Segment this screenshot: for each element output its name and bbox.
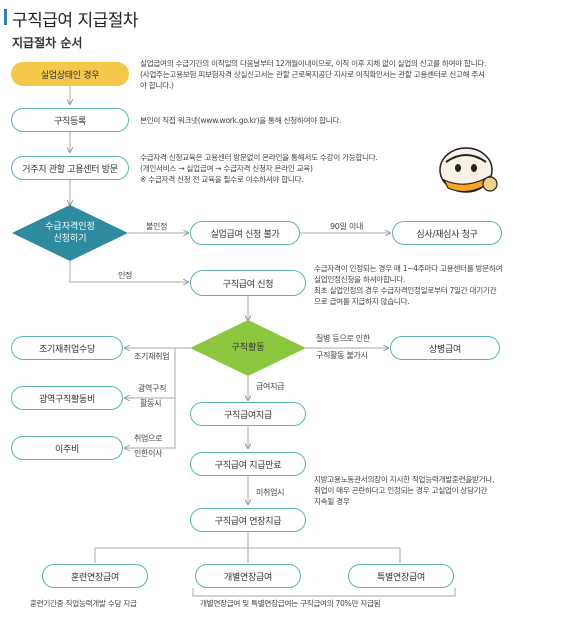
step-sick-benefit: 상병급여 bbox=[390, 336, 500, 360]
step-not-eligible: 실업급여 신청 불가 bbox=[190, 221, 300, 245]
section-subtitle: 지급절차 순서 bbox=[12, 36, 83, 50]
job-activity-diamond bbox=[190, 320, 306, 376]
label-wide-1: 광역구직 bbox=[138, 384, 167, 393]
step-unemployed: 실업상태인 경우 bbox=[11, 62, 129, 86]
step-apply: 구직급여 신청 bbox=[190, 270, 306, 296]
step-job-activity: 구직활동 bbox=[231, 343, 265, 353]
desc-register: 본인이 직접 워크넷(www.work.go.kr)을 통해 신청하여야 합니다… bbox=[140, 116, 342, 125]
step-special-ext: 특별연장급여 bbox=[348, 564, 454, 588]
mascot-icon bbox=[439, 147, 498, 193]
step-benefit-end: 구직급여 지급만료 bbox=[190, 452, 306, 476]
step-extension: 구직급여 연장지급 bbox=[190, 508, 306, 532]
desc-training-note: 훈련기간중 직업능력개발 수당 지급 bbox=[30, 599, 137, 608]
label-pay: 급여지급 bbox=[256, 382, 285, 391]
step-wide-search: 광역구직활동비 bbox=[11, 386, 123, 410]
title-accent-bar bbox=[4, 9, 7, 25]
label-early-reemploy: 조기재취업 bbox=[134, 352, 170, 361]
step-visit: 거주지 관할 고용센터 방문 bbox=[11, 156, 129, 180]
label-relocate-1: 취업으로 bbox=[134, 434, 163, 443]
step-benefit-pay: 구직급여지급 bbox=[190, 402, 306, 426]
step-recognition: 수급자격인정 신청하기 bbox=[45, 222, 95, 244]
label-recognized: 인정 bbox=[118, 271, 133, 280]
step-relocation: 이주비 bbox=[11, 436, 123, 460]
step-individual-ext: 개별연장급여 bbox=[195, 564, 301, 588]
step-training-ext: 훈련연장급여 bbox=[42, 564, 148, 588]
label-unpaid: 미취업시 bbox=[256, 488, 285, 497]
step-early-reemploy: 조기재취업수당 bbox=[11, 336, 123, 360]
recognition-diamond bbox=[12, 205, 128, 261]
label-wide-2: 활동시 bbox=[140, 399, 162, 408]
label-sick-2: 구직활동 불가시 bbox=[316, 351, 368, 360]
label-not-recognized: 불인정 bbox=[146, 222, 168, 231]
step-review: 심사/재심사 청구 bbox=[392, 221, 502, 245]
desc-apply: 수급자격이 인정되는 경우 매 1~4주마다 고용센터를 방문하여 실업인정신청… bbox=[314, 264, 503, 306]
page-title: 구직급여 지급절차 bbox=[12, 11, 139, 31]
desc-extension: 지방고용노동관서의장이 지시한 직업능력개발훈련을받거나, 취업이 매우 곤란하… bbox=[314, 475, 495, 506]
desc-extension-note: 개별연장급여 및 특별연장급여는 구직급여의 70%만 지급됨 bbox=[200, 599, 381, 608]
step-register: 구직등록 bbox=[11, 108, 129, 132]
desc-unemployed: 실업급여의 수급기간의 이직일의 다음날부터 12개월이내이므로, 이직 이후 … bbox=[140, 59, 487, 90]
label-within-90: 90일 이내 bbox=[330, 222, 364, 231]
label-relocate-2: 인한이사 bbox=[134, 449, 163, 458]
desc-visit: 수급자격 신청교육은 고용센터 방문없이 온라인을 통해서도 수강이 가능합니다… bbox=[140, 153, 378, 184]
label-sick-1: 질병 등으로 인한 bbox=[316, 334, 370, 343]
